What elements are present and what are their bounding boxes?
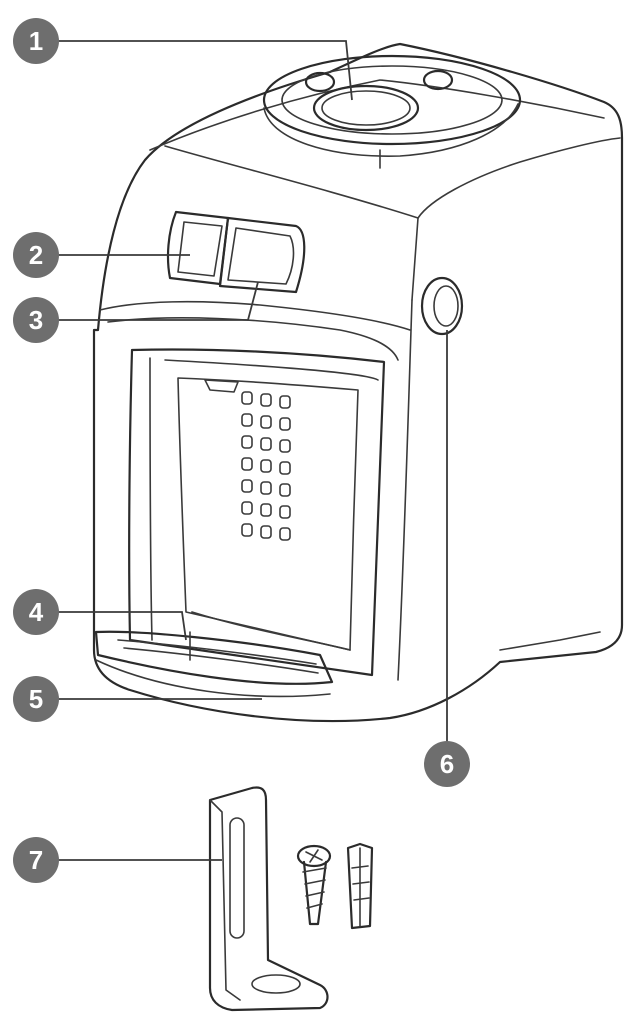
vent-hole: [261, 526, 271, 538]
vent-hole: [242, 502, 252, 514]
vent-hole: [280, 396, 290, 408]
top-water-inlet: [264, 56, 520, 168]
callout-number: 7: [29, 845, 43, 875]
dispenser-outer-shell: [94, 44, 622, 721]
callout-badge-2: 2: [13, 232, 59, 278]
bracket-slot: [230, 818, 244, 938]
vent-hole: [242, 524, 252, 536]
callout-badges: 1 2 3 4 5 6 7: [13, 18, 470, 883]
vent-hole: [280, 462, 290, 474]
vent-hole: [242, 480, 252, 492]
leader-lines: [58, 41, 447, 860]
screw: [298, 846, 330, 924]
vent-hole: [242, 392, 252, 404]
callout-badge-1: 1: [13, 18, 59, 64]
dispenser-unit: [94, 44, 622, 721]
leader-1: [58, 41, 352, 100]
vent-hole: [280, 506, 290, 518]
bracket-base-slot: [252, 975, 300, 993]
vent-hole: [261, 504, 271, 516]
callout-number: 1: [29, 26, 43, 56]
dispensing-bay: [129, 350, 384, 676]
vent-hole: [242, 414, 252, 426]
vent-hole: [280, 440, 290, 452]
dispenser-side-edge: [418, 138, 620, 218]
vent-hole: [261, 482, 271, 494]
spout: [205, 380, 238, 392]
callout-number: 2: [29, 240, 43, 270]
callout-badge-7: 7: [13, 837, 59, 883]
callout-badge-4: 4: [13, 589, 59, 635]
callout-badge-6: 6: [424, 741, 470, 787]
wall-anchor: [348, 844, 372, 928]
bay-back-panel: [178, 378, 358, 650]
vent-hole: [261, 460, 271, 472]
callout-number: 3: [29, 305, 43, 335]
callout-number: 6: [440, 749, 454, 779]
vent-hole: [280, 484, 290, 496]
vent-hole: [261, 438, 271, 450]
vent-hole: [280, 418, 290, 430]
callout-badge-3: 3: [13, 297, 59, 343]
vent-hole: [242, 436, 252, 448]
callout-number: 5: [29, 684, 43, 714]
vent-hole: [261, 416, 271, 428]
callout-number: 4: [29, 597, 44, 627]
vent-holes: [242, 392, 290, 540]
side-indicator: [422, 278, 462, 334]
front-panel-outline: [100, 302, 410, 330]
wall-bracket: [210, 788, 328, 1011]
leader-4: [58, 612, 186, 640]
vent-hole: [280, 528, 290, 540]
wall-mount-kit: [210, 788, 372, 1011]
callout-badge-5: 5: [13, 676, 59, 722]
control-buttons: [168, 212, 304, 292]
vent-hole: [242, 458, 252, 470]
vent-hole: [261, 394, 271, 406]
